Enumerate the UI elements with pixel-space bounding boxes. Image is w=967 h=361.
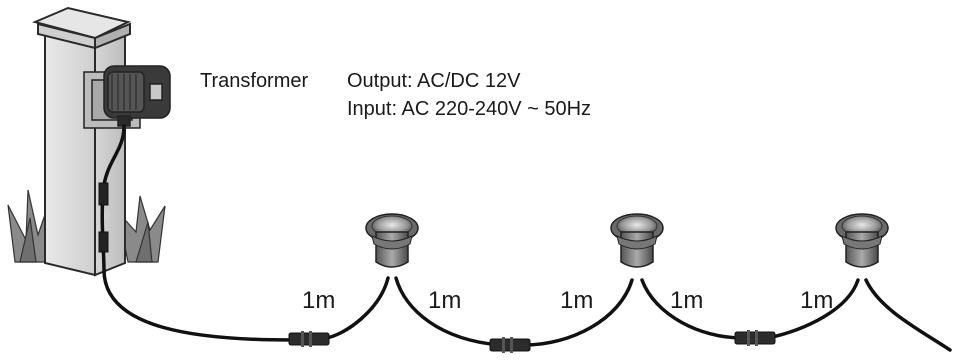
cable-length-label: 1m bbox=[670, 287, 704, 314]
cable-length-label: 1m bbox=[800, 287, 834, 314]
output-spec: Output: AC/DC 12V bbox=[347, 70, 521, 92]
spotlight-2 bbox=[610, 213, 664, 268]
garden-post bbox=[31, 6, 131, 277]
transformer-unit bbox=[83, 65, 171, 129]
cable-length-label: 1m bbox=[428, 287, 462, 314]
cable-3 bbox=[523, 278, 634, 347]
cable-1 bbox=[324, 276, 390, 340]
spotlight-3 bbox=[835, 213, 889, 268]
cable-6 bbox=[864, 278, 952, 352]
cable-4 bbox=[640, 278, 744, 340]
transformer-label: Transformer bbox=[200, 70, 309, 92]
spotlight-1 bbox=[365, 213, 419, 268]
cable-length-label: 1m bbox=[560, 287, 594, 314]
post-cable-connectors bbox=[98, 182, 109, 253]
input-spec: Input: AC 220-240V ~ 50Hz bbox=[347, 98, 592, 120]
plug-connector bbox=[288, 331, 330, 347]
cable-main bbox=[100, 124, 294, 342]
cable-5 bbox=[766, 278, 860, 340]
plug-connector bbox=[489, 337, 531, 353]
plug-connector bbox=[734, 330, 776, 346]
grass-left bbox=[7, 189, 51, 263]
cable-2 bbox=[394, 276, 502, 347]
cable-length-label: 1m bbox=[302, 287, 336, 314]
cable-network bbox=[100, 124, 952, 352]
